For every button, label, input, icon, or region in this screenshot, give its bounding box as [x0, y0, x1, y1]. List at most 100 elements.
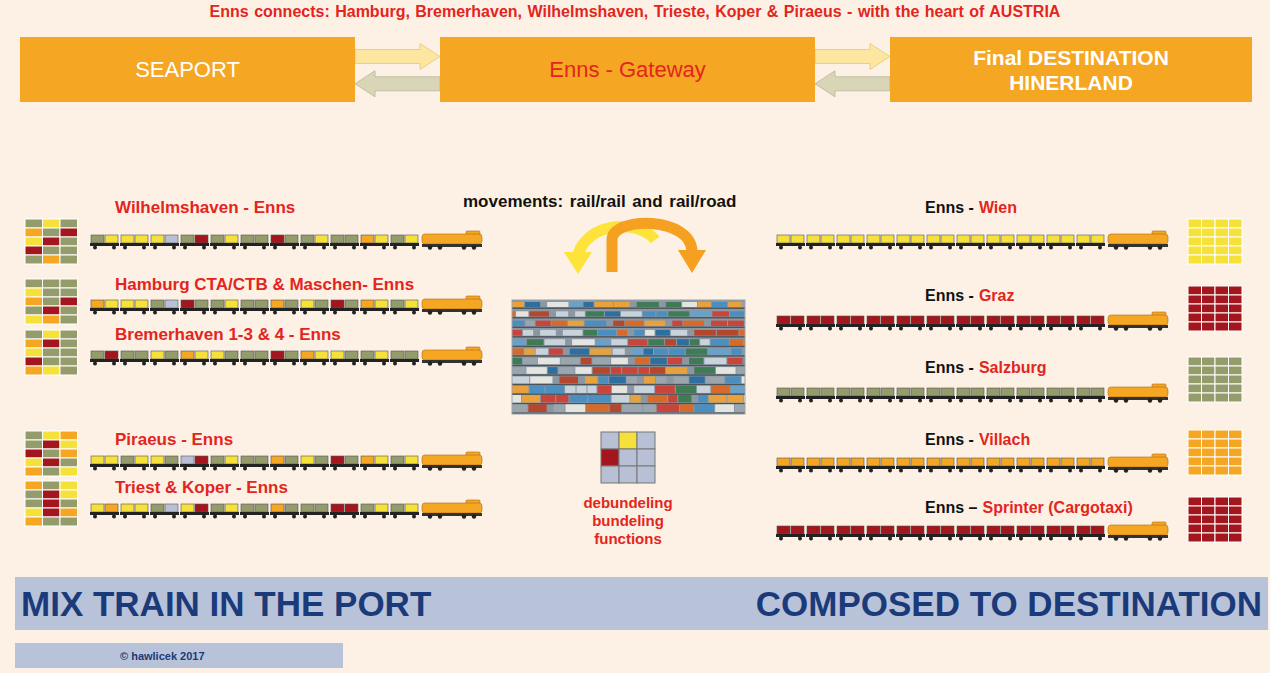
grid-cell [1188, 430, 1202, 439]
grid-cell [1202, 357, 1216, 366]
wheel [142, 515, 146, 519]
container [941, 316, 954, 324]
container [1077, 235, 1090, 243]
container [897, 526, 910, 534]
wagon-bed [360, 464, 389, 467]
photo-container [730, 339, 743, 345]
wheel [779, 469, 783, 473]
container [987, 388, 1000, 396]
container [391, 504, 404, 512]
photo-container [581, 358, 592, 365]
photo-container [622, 367, 637, 374]
grid-cell [1188, 322, 1202, 331]
wheel [929, 537, 933, 541]
grid-cell [1202, 448, 1216, 457]
wheel [93, 467, 97, 471]
photo-rail [512, 393, 745, 394]
wagon-bed [390, 243, 419, 246]
grid-cell [25, 458, 43, 467]
container [375, 456, 388, 464]
container [941, 235, 954, 243]
wheel [989, 246, 993, 250]
wheel [303, 246, 307, 250]
grid-cell [1202, 497, 1216, 506]
container [105, 504, 118, 512]
photo-container [523, 358, 537, 365]
grid-cell [1229, 255, 1243, 264]
wheel [472, 514, 476, 518]
container [165, 504, 178, 512]
photo-container [698, 302, 711, 307]
container [361, 300, 374, 308]
wagon-bed [300, 512, 329, 515]
wheel [1079, 246, 1083, 250]
wheel [123, 362, 127, 366]
photo-container [525, 321, 534, 327]
wagon-bed [300, 359, 329, 362]
container [867, 235, 880, 243]
container [791, 526, 804, 534]
label-group: debundeling bundeling functions [567, 494, 689, 548]
wagon-bed [90, 512, 119, 515]
grid-cell [1229, 219, 1243, 228]
flow-arrow [355, 71, 440, 97]
photo-rail [512, 346, 745, 347]
container [821, 316, 834, 324]
photo-container [593, 367, 610, 374]
wheel [142, 467, 146, 471]
wheel [472, 361, 476, 365]
grid-cell [1229, 375, 1243, 384]
photo-container [525, 302, 540, 307]
container [851, 235, 864, 243]
label-group: Wilhelmshaven - Enns [115, 198, 295, 218]
container [837, 316, 850, 324]
photo-container [694, 404, 714, 412]
container [165, 456, 178, 464]
grid-cell [1215, 393, 1229, 402]
photo-container [690, 339, 699, 345]
wheel [1158, 326, 1162, 330]
wheel [382, 246, 386, 250]
grid-cell [1229, 246, 1243, 255]
wheel [918, 537, 922, 541]
wheel [472, 466, 476, 470]
bundling-grid-icon [601, 432, 655, 483]
flow-arrow [815, 71, 890, 97]
wheel [959, 327, 963, 331]
photo-container [728, 302, 742, 307]
container [897, 235, 910, 243]
container [807, 235, 820, 243]
wagon-bed [806, 466, 835, 469]
wagon-bed [926, 324, 955, 327]
wheel [899, 246, 903, 250]
arrow-shape [815, 44, 890, 70]
container [345, 235, 358, 243]
container [241, 351, 254, 359]
wheel [1019, 399, 1023, 403]
wagon-bed [210, 512, 239, 515]
wheel [1124, 536, 1128, 540]
wheel [363, 362, 367, 366]
wheel [213, 515, 217, 519]
container [1061, 235, 1074, 243]
container [165, 235, 178, 243]
photo-container [575, 367, 591, 374]
wagon-bed [986, 243, 1015, 246]
wheel [333, 311, 337, 315]
container [391, 456, 404, 464]
wheel [888, 399, 892, 403]
container [1017, 316, 1030, 324]
wheel [858, 469, 862, 473]
grid-cell [1202, 322, 1216, 331]
photo-container [727, 358, 742, 365]
container [405, 351, 418, 359]
container [777, 388, 790, 396]
wheel [262, 515, 266, 519]
wheel [1158, 468, 1162, 472]
container [1091, 526, 1104, 534]
train-drawing [90, 296, 482, 315]
container [1077, 458, 1090, 466]
container [255, 504, 268, 512]
wheel [213, 362, 217, 366]
photo-container [512, 376, 529, 383]
